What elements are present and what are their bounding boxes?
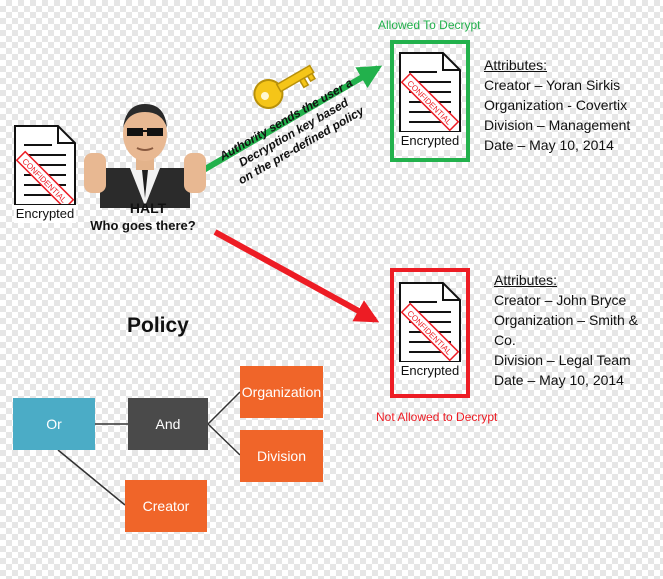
key-icon [253, 64, 317, 109]
who-goes-there-text: Who goes there? [90, 218, 196, 233]
attribute-division: Division – Legal Team [494, 352, 631, 368]
attributes-heading: Attributes: [494, 272, 558, 288]
allowed-label: Allowed To Decrypt [378, 18, 481, 32]
policy-title: Policy [127, 314, 189, 337]
organization-node: Organization [240, 366, 323, 418]
encrypted-label: Encrypted [14, 204, 76, 223]
document-icon: CONFIDENTIAL [399, 282, 461, 380]
allowed-attributes: Attributes: Creator – Yoran Sirkis Organ… [484, 55, 630, 155]
arrow-caption: Authority sends the user a Decryption ke… [216, 80, 367, 187]
division-node: Division [240, 430, 323, 482]
denied-arrow [213, 229, 380, 323]
attributes-heading: Attributes: [484, 57, 548, 73]
document-icon: CONFIDENTIAL [14, 125, 76, 223]
creator-node: Creator [125, 480, 207, 532]
halt-text: HALT [129, 200, 167, 216]
encrypted-label: Encrypted [399, 131, 461, 150]
attribute-creator: Creator – John Bryce [494, 292, 627, 308]
and-organization-connector [207, 391, 241, 425]
attribute-date: Date – May 10, 2014 [494, 372, 624, 388]
attribute-organization: Organization – Smith & Co. [494, 312, 638, 348]
document-icon: CONFIDENTIAL [399, 52, 461, 150]
denied-frame [390, 268, 470, 398]
attribute-division: Division – Management [484, 117, 631, 133]
and-node: And [128, 398, 208, 450]
encrypted-label: Encrypted [399, 361, 461, 380]
halt-man-icon [84, 104, 206, 208]
denied-attributes: Attributes: Creator – John Bryce Organiz… [494, 270, 663, 390]
or-node: Or [13, 398, 95, 450]
allowed-arrow [193, 65, 383, 178]
attribute-organization: Organization - Covertix [484, 97, 628, 113]
attribute-date: Date – May 10, 2014 [484, 137, 614, 153]
denied-document: CONFIDENTIAL Encrypted [399, 282, 461, 380]
and-division-connector [207, 423, 241, 456]
denied-label: Not Allowed to Decrypt [376, 410, 498, 424]
allowed-frame [390, 40, 470, 162]
allowed-document: CONFIDENTIAL Encrypted [399, 52, 461, 150]
source-document: CONFIDENTIAL Encrypted [14, 125, 76, 223]
or-creator-connector [57, 449, 126, 506]
attribute-creator: Creator – Yoran Sirkis [484, 77, 621, 93]
